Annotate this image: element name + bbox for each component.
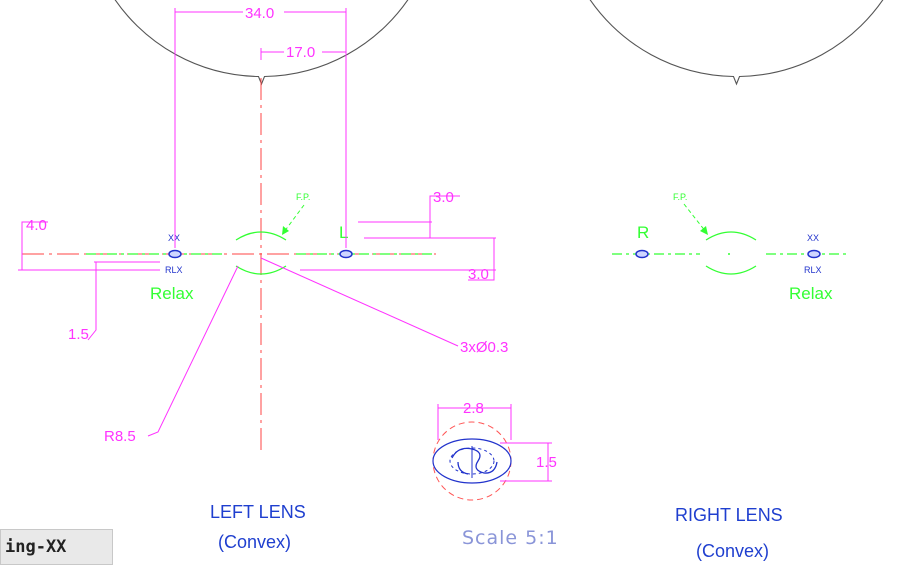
left-rlx-label: RLX [165,265,183,275]
dim-34-text: 34.0 [245,5,274,22]
engraving-detail: 2.8 1.5 Scale 5:1 [432,400,559,549]
right-xx-label: XX [807,233,819,243]
right-engraving-oval-left [635,249,649,259]
right-relax-label: Relax [789,284,833,303]
detail-logo-oval [432,438,512,484]
dim-3-top-leader [429,195,460,238]
left-xx-label: XX [168,233,180,243]
left-lens-title: LEFT LENS [210,502,306,522]
dim-28-text: 2.8 [463,400,484,417]
right-side-mark: R [637,223,649,242]
right-fitting-point-upper-arc [705,231,757,241]
dim-4-text: 4.0 [26,217,47,234]
detail-inner-dashed-oval [449,447,495,475]
left-engraving-oval-left [168,249,182,259]
dim-radius-text: R8.5 [104,428,136,445]
right-lens-subtitle: (Convex) [696,541,769,561]
right-fitting-point-lower-arc [705,265,757,275]
left-fitting-point-lower-arc [235,265,287,275]
left-lens: F.P. XX RLX Relax L 34.0 17.0 3.0 3.0 4.… [18,0,508,552]
right-fp-arrowhead [700,226,708,235]
dim-h15-text: 1.5 [536,454,557,471]
right-lens: F.P. R XX RLX Relax RIGHT LENS (Convex) [589,0,884,561]
dim-3-right-leader [468,238,495,281]
right-engraving-oval-right [807,249,821,259]
dim-3-right-text: 3.0 [468,266,489,283]
right-fp-label: F.P. [673,192,687,202]
dim-radius-leader [147,265,239,437]
left-engraving-oval-right [339,249,353,259]
dim-17-text: 17.0 [286,44,315,61]
dim-holes-text: 3xØ0.3 [460,339,508,356]
dim-holes-leader [260,257,459,347]
left-lens-outline [114,0,409,86]
right-lens-outline [589,0,884,86]
right-lens-title: RIGHT LENS [675,505,783,525]
detail-logo-s-curve [451,447,498,474]
left-fp-arrowhead [282,226,289,235]
dim-4-leader [21,221,48,270]
corner-badge: ing-XX [0,529,113,565]
dim-15-text: 1.5 [68,326,89,343]
left-side-mark: L [339,223,348,242]
dim-15-leader [87,262,97,341]
dim-3-top-text: 3.0 [433,189,454,206]
left-fitting-point-upper-arc [235,231,287,241]
scale-label: Scale 5:1 [462,527,559,549]
right-rlx-label: RLX [804,265,822,275]
left-fp-arrow [283,204,305,233]
left-relax-label: Relax [150,284,194,303]
left-lens-subtitle: (Convex) [218,532,291,552]
left-fp-label: F.P. [296,192,310,202]
right-center-dot [728,253,730,255]
right-fp-arrow [683,203,707,233]
detail-logo-left-hook [457,461,469,475]
